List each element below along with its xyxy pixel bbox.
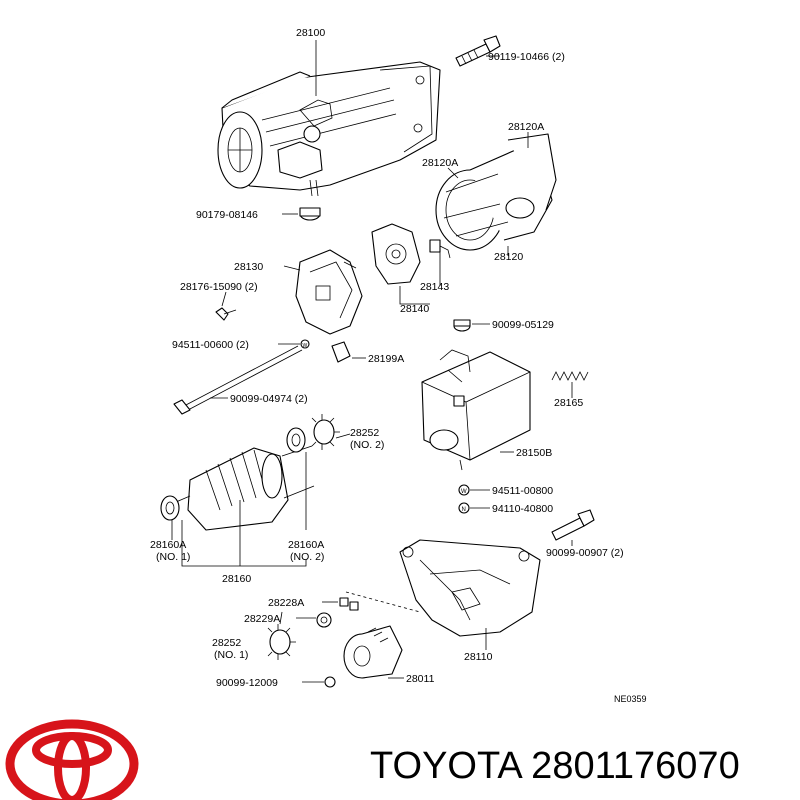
label-90179-08146: 90179-08146: [196, 209, 258, 221]
label-28165: 28165: [554, 397, 583, 409]
toyota-logo-icon: [5, 719, 139, 800]
label-28176-15090: 28176-15090 (2): [180, 281, 258, 293]
label-28252-lower-no: (NO. 1): [214, 649, 248, 661]
label-28011: 28011: [406, 673, 435, 685]
pin-28228A: [339, 597, 359, 611]
label-28140: 28140: [400, 303, 429, 315]
brush-holder-28140-drawing: [371, 223, 451, 285]
label-94511-00800: 94511-00800: [492, 485, 553, 497]
label-28120: 28120: [494, 251, 523, 263]
bolt-90099-00907: [551, 509, 595, 541]
bearing-28160A-no1: [160, 495, 180, 521]
label-94511-00600: 94511-00600 (2): [172, 339, 249, 351]
label-28100: 28100: [296, 27, 325, 39]
label-90099-04974: 90099-04974 (2): [230, 393, 308, 405]
yoke-28120-drawing: [435, 133, 557, 251]
ring-90099-12009: [324, 676, 336, 688]
brand-part-number: TOYOTA 2801176070: [370, 745, 740, 787]
label-28143: 28143: [420, 281, 449, 293]
label-28110: 28110: [464, 651, 493, 663]
label-28229A: 28229A: [244, 613, 280, 625]
label-28160: 28160: [222, 573, 251, 585]
label-28130: 28130: [234, 261, 263, 273]
nut-90179: [299, 207, 321, 221]
gear-28252-no1: [267, 611, 296, 660]
screw-28176: [215, 307, 237, 321]
label-28252-upper: 28252: [350, 427, 379, 439]
nut-94110-40800: N: [458, 502, 470, 514]
label-94110-40800: 94110-40800: [492, 503, 553, 515]
spring-28165: [551, 371, 589, 381]
bearing-28160A-no2: [286, 427, 306, 453]
label-28199A: 28199A: [368, 353, 404, 365]
reference-code: NE0359: [614, 694, 647, 704]
label-28160A-no1-no: (NO. 1): [156, 551, 190, 563]
starter-assembly-drawing: [217, 40, 441, 197]
label-28150B: 28150B: [516, 447, 552, 459]
label-28228A: 28228A: [268, 597, 304, 609]
svg-text:W: W: [303, 343, 308, 349]
nut-90099-05129: [453, 319, 471, 332]
clutch-28011-drawing: [343, 625, 403, 679]
label-28252-upper-no: (NO. 2): [350, 439, 384, 451]
label-28160A-no2-no: (NO. 2): [290, 551, 324, 563]
label-28120A-upper: 28120A: [508, 121, 544, 133]
retainer-28229A: [316, 612, 332, 628]
housing-28110-drawing: [399, 539, 541, 637]
label-28160A-no1: 28160A: [150, 539, 186, 551]
magnetic-switch-28150B-drawing: [421, 349, 531, 471]
label-28160A-no2: 28160A: [288, 539, 324, 551]
label-28252-lower: 28252: [212, 637, 241, 649]
washer-94511-00600: W: [300, 339, 310, 349]
gear-28252-no2: [311, 414, 340, 450]
label-90099-12009: 90099-12009: [216, 677, 278, 689]
armature-28160-drawing: [175, 445, 315, 531]
end-frame-28130-drawing: [295, 249, 363, 335]
label-90099-00907: 90099-00907 (2): [546, 547, 624, 559]
bolt-90119: [455, 35, 501, 67]
svg-text:W: W: [461, 489, 467, 495]
label-28120A-lower: 28120A: [422, 157, 458, 169]
svg-text:N: N: [462, 507, 466, 513]
through-bolt-90099-04974: [173, 345, 303, 415]
washer-94511-00800: W: [458, 484, 470, 496]
cap-28199A: [331, 341, 351, 363]
label-90099-05129: 90099-05129: [492, 319, 554, 331]
label-90119-10466: 90119-10466 (2): [488, 51, 565, 63]
